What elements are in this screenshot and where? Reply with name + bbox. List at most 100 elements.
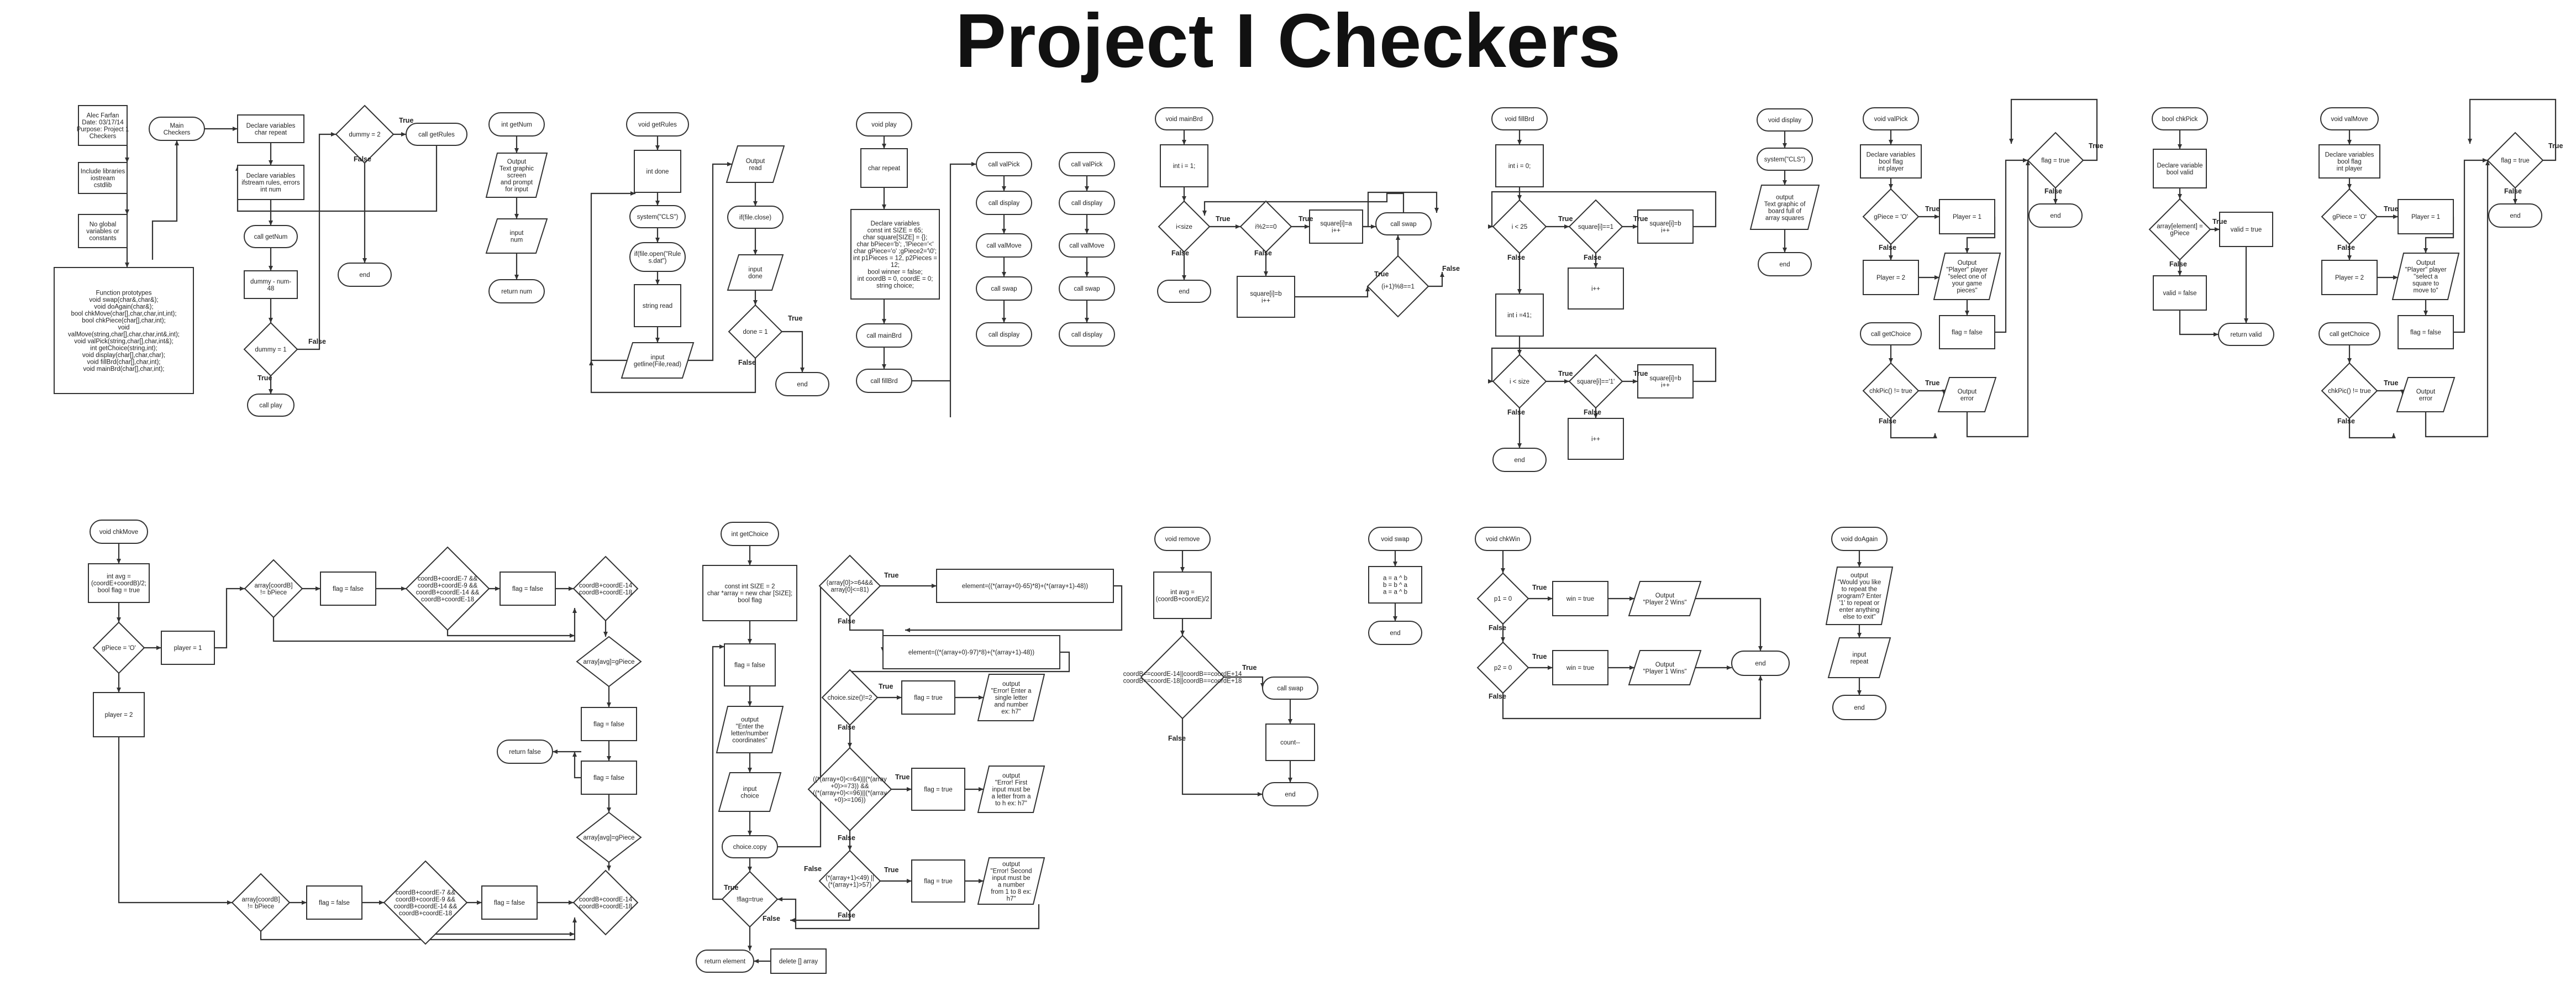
node-label: call play [259, 402, 282, 409]
node-label: flag = true [2041, 158, 2069, 164]
node-process-box: win = true [1552, 581, 1608, 616]
node-process-box: Player = 1 [2398, 199, 2454, 234]
connector [2453, 158, 2488, 333]
node-terminal: call display [1059, 191, 1115, 215]
node-label: call getRules [418, 132, 455, 138]
node-label: gPiece = 'O' [102, 645, 136, 652]
node-label: (array[0]>=64&&array[0]<=81) [827, 580, 874, 594]
connector [1488, 347, 1717, 384]
node-label: bool chkPick [2162, 116, 2198, 123]
node-terminal: int getChoice [721, 522, 779, 546]
node-decision: flag = true [2486, 132, 2544, 189]
branch-label: False [838, 617, 855, 625]
node-label: void doAgain [1841, 536, 1878, 543]
page-title: Project I Checkers [955, 0, 1621, 83]
node-label: end [359, 272, 370, 279]
node-process-box: int i = 1; [1160, 144, 1208, 187]
node-label: array[element] =gPiece [2157, 223, 2203, 237]
node-terminal: end [338, 263, 392, 287]
connector [1966, 160, 2030, 438]
node-process-box: flag = false [306, 885, 362, 920]
node-process-box: flag = true [901, 680, 955, 715]
node-label: i < size [1510, 379, 1529, 385]
node-terminal: return false [497, 740, 553, 764]
node-process-box: delete [] array [770, 948, 827, 974]
node-decision: array[coordB]!= bPiece [244, 559, 303, 618]
node-terminal: void valPick [1863, 107, 1919, 130]
branch-label: False [1489, 693, 1506, 700]
node-terminal: call swap [1059, 276, 1115, 301]
node-label: i%2==0 [1255, 224, 1276, 230]
node-terminal: end [2028, 203, 2083, 228]
node-process-box: i++ [1568, 268, 1624, 310]
node-terminal: end [1758, 252, 1812, 276]
node-label: coordB+coordE-7 &&coordB+coordE-9 &&coor… [394, 889, 458, 917]
branch-label: True [879, 683, 893, 690]
node-process-box: flag = false [581, 707, 637, 741]
node-label: player = 2 [105, 712, 133, 719]
node-terminal: end [1731, 651, 1790, 676]
node-label: i < 25 [1512, 224, 1527, 230]
node-terminal: int getNum [488, 112, 545, 137]
node-decision: coordB+coordE-7 &&coordB+coordE-9 &&coor… [383, 860, 468, 945]
node-label: call swap [991, 286, 1017, 292]
node-process-box: Player = 2 [2321, 260, 2378, 295]
node-label: if(file.close) [739, 214, 771, 221]
node-decision: (*(array+1)<49) ||(*(array+1)>57) [818, 850, 881, 913]
branch-label: False [2504, 187, 2522, 195]
node-label: i<size [1176, 224, 1192, 230]
connector [782, 331, 805, 373]
node-label: call getChoice [2330, 331, 2369, 338]
node-process-box: int avg =(coordE+coordB)/2;bool flag = t… [88, 563, 150, 603]
node-terminal: system("CLS") [1757, 148, 1813, 171]
branch-label: False [838, 911, 855, 919]
node-decision: array[element] =gPiece [2148, 198, 2211, 261]
node-label: flag = false [512, 586, 543, 592]
node-label: call getChoice [1871, 331, 1911, 338]
node-terminal: call valPick [976, 152, 1032, 176]
node-process-box: int i =41; [1495, 293, 1544, 337]
connector [912, 162, 976, 417]
node-label: dummy = 1 [255, 347, 286, 353]
node-label: Player = 1 [2411, 214, 2440, 221]
branch-label: False [838, 723, 855, 731]
connector [1224, 676, 1265, 688]
node-decision: i < size [1492, 354, 1547, 409]
branch-label: False [1171, 249, 1189, 257]
node-terminal: void valMove [2320, 107, 2379, 130]
node-terminal: void doAgain [1831, 527, 1888, 551]
branch-label: True [1925, 379, 1939, 387]
branch-label: False [1584, 408, 1601, 416]
node-label: count-- [1280, 740, 1300, 746]
connector [1363, 191, 1439, 228]
branch-label: True [1925, 205, 1939, 213]
node-label: void chkWin [1486, 536, 1520, 543]
node-label: i++ [1591, 436, 1600, 443]
connector [2425, 160, 2490, 438]
branch-label: False [804, 865, 822, 873]
node-process-box: valid = false [2153, 275, 2207, 311]
branch-label: True [1242, 664, 1257, 672]
connector [590, 191, 635, 361]
connector [2348, 418, 2396, 439]
